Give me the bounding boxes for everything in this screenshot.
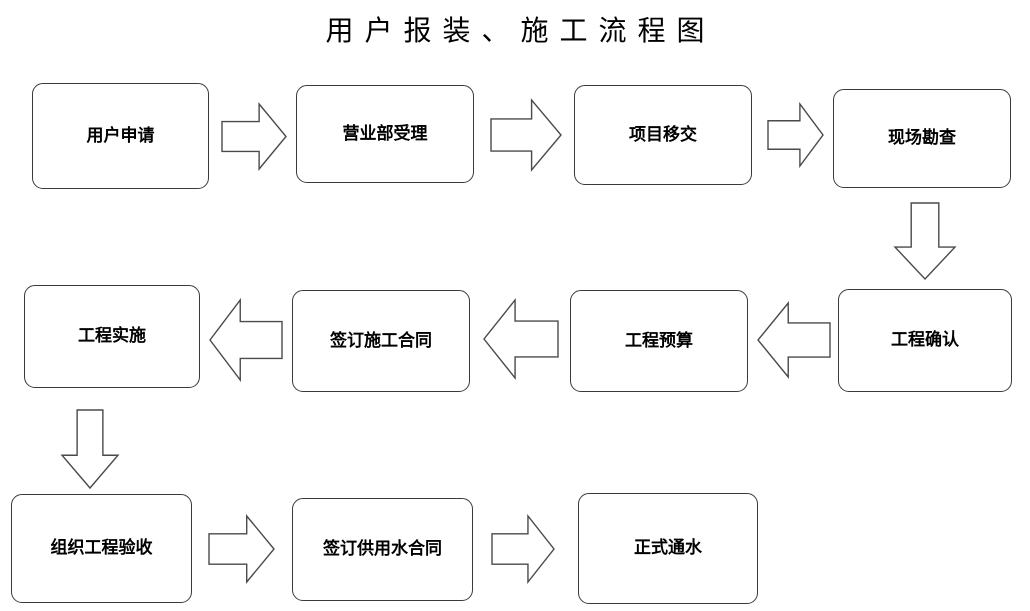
flow-node-label: 营业部受理 [342, 123, 428, 144]
flow-node-n9[interactable]: 组织工程验收 [11, 494, 192, 603]
flow-node-n5[interactable]: 工程确认 [838, 289, 1012, 392]
flow-arrow-right-icon [208, 514, 275, 584]
flow-node-n10[interactable]: 签订供用水合同 [292, 498, 473, 601]
flow-node-label: 现场勘查 [888, 128, 956, 149]
flow-node-n1[interactable]: 用户申请 [32, 83, 209, 189]
flow-node-n6[interactable]: 工程预算 [570, 290, 748, 392]
flow-node-n4[interactable]: 现场勘查 [833, 89, 1011, 188]
flow-node-n11[interactable]: 正式通水 [578, 493, 758, 604]
flow-node-label: 签订供用水合同 [323, 539, 442, 560]
flow-node-n7[interactable]: 签订施工合同 [292, 290, 470, 392]
flow-arrow-left-icon [209, 297, 283, 383]
flow-node-label: 组织工程验收 [50, 538, 153, 559]
flow-node-label: 项目移交 [629, 124, 697, 145]
flow-node-label: 工程预算 [625, 330, 693, 351]
flow-node-label: 工程实施 [78, 326, 146, 347]
page-title: 用户报装、施工流程图 [325, 14, 716, 47]
flow-arrow-left-icon [757, 301, 831, 379]
flow-arrow-down-icon [893, 202, 957, 281]
flow-arrow-right-icon [767, 101, 824, 169]
flow-node-label: 用户申请 [86, 125, 155, 146]
flow-node-label: 工程确认 [891, 330, 959, 351]
flow-arrow-left-icon [483, 297, 559, 381]
flow-node-n3[interactable]: 项目移交 [574, 85, 752, 185]
flow-node-n2[interactable]: 营业部受理 [296, 85, 474, 183]
flow-arrow-right-icon [491, 513, 555, 585]
flow-arrow-down-icon [60, 409, 120, 490]
flow-arrow-right-icon [221, 102, 287, 171]
flow-arrow-right-icon [490, 98, 562, 172]
flow-node-label: 正式通水 [634, 538, 702, 559]
flow-node-n8[interactable]: 工程实施 [24, 285, 200, 388]
flow-node-label: 签订施工合同 [330, 330, 432, 351]
